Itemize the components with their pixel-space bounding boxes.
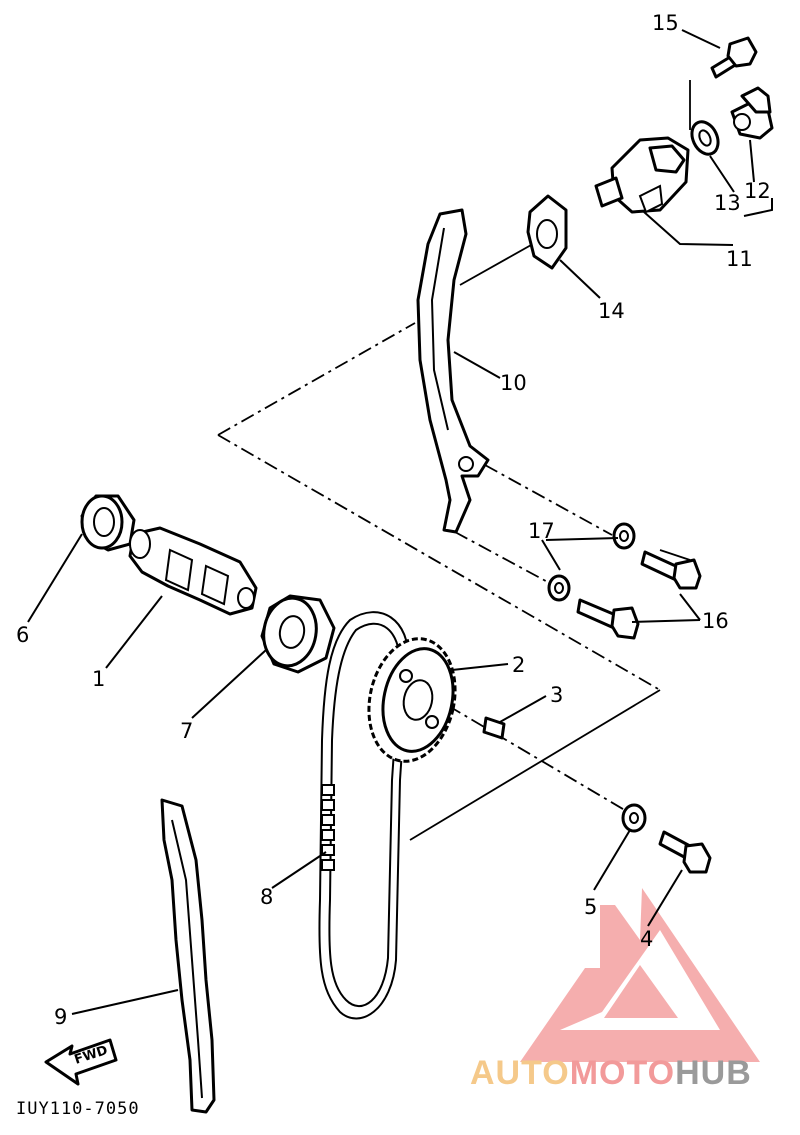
callout-15: 15 <box>652 11 679 35</box>
callout-5: 5 <box>584 895 597 919</box>
diagram-code: IUY110-7050 <box>16 1099 140 1119</box>
callout-8: 8 <box>260 885 273 909</box>
svg-text:AUTOMOTOHUB: AUTOMOTOHUB <box>470 1054 752 1092</box>
part-1-camshaft <box>128 526 258 616</box>
callout-17: 17 <box>528 519 555 543</box>
watermark-logo-mark <box>520 888 760 1062</box>
callout-9: 9 <box>54 1005 67 1029</box>
callout-16: 16 <box>702 609 729 633</box>
part-17-washers <box>547 522 636 602</box>
part-14-gasket <box>526 194 568 270</box>
callout-11: 11 <box>726 247 753 271</box>
part-15-bolt <box>710 36 758 79</box>
watermark-wordmark: AUTOMOTOHUB <box>470 1054 752 1092</box>
part-2-cam-sprocket <box>367 637 457 763</box>
callout-14: 14 <box>598 299 625 323</box>
watermark-part2: MOTO <box>570 1054 675 1092</box>
watermark-part3: HUB <box>675 1054 752 1092</box>
callout-4: 4 <box>640 927 653 951</box>
watermark-part1: AUTO <box>470 1054 570 1092</box>
callout-3: 3 <box>550 683 563 707</box>
callout-12: 12 <box>744 179 771 203</box>
callout-numbers: 15 12 13 11 14 10 17 16 6 1 7 2 3 8 5 4 … <box>16 11 771 1029</box>
part-11-chain-tensioner <box>594 136 690 214</box>
callout-1: 1 <box>92 667 105 691</box>
callout-2: 2 <box>512 653 525 677</box>
part-13-washer <box>690 120 720 156</box>
leader-lines <box>27 29 773 1015</box>
part-12-cap-bolt <box>730 86 774 140</box>
part-9-chain-guide <box>160 798 216 1114</box>
fwd-direction-arrow: FWD <box>44 1038 118 1086</box>
callout-13: 13 <box>714 191 741 215</box>
part-5-washer <box>621 803 647 833</box>
callout-7: 7 <box>180 719 193 743</box>
part-7-bearing <box>260 594 336 674</box>
part-6-bearing <box>80 494 136 552</box>
part-3-dowel-pin <box>482 716 506 740</box>
assembly-reference-lines <box>217 80 691 841</box>
callout-10: 10 <box>500 371 527 395</box>
part-16-bolts <box>576 550 702 640</box>
part-4-bolt <box>658 830 712 874</box>
callout-6: 6 <box>16 623 29 647</box>
part-10-chain-guide <box>416 208 490 534</box>
